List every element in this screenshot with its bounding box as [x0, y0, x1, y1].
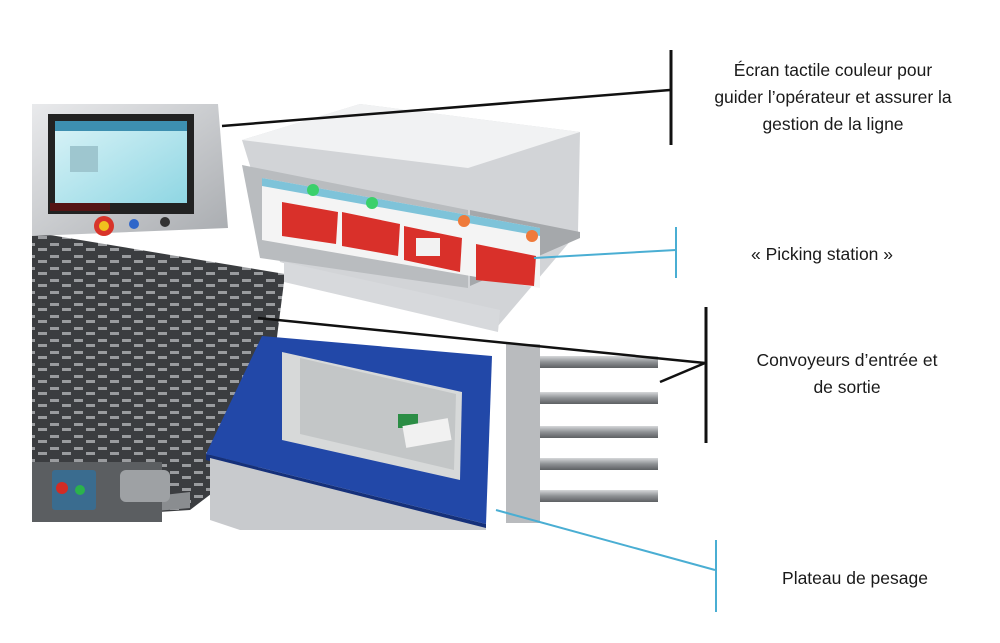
status-led-icon: [307, 184, 319, 196]
picking-station: [242, 104, 580, 332]
control-screen: [32, 104, 228, 236]
status-led-icon: [526, 230, 538, 242]
callout-picking-station: « Picking station »: [750, 244, 894, 264]
emergency-stop-icon: [56, 482, 68, 494]
status-led-icon: [75, 485, 85, 495]
status-led-icon: [366, 197, 378, 209]
status-led-icon: [129, 219, 139, 229]
callout-lines: [221, 50, 717, 612]
weighing-plate: [206, 336, 492, 530]
outlet-conveyor: [506, 344, 658, 523]
callout-conveyors: Convoyeurs d’entrée et de sortie: [756, 350, 938, 397]
callout-weighing-plate: Plateau de pesage: [782, 568, 928, 588]
callout-screen: Écran tactile couleur pour guider l’opér…: [714, 60, 952, 134]
status-led-icon: [458, 215, 470, 227]
